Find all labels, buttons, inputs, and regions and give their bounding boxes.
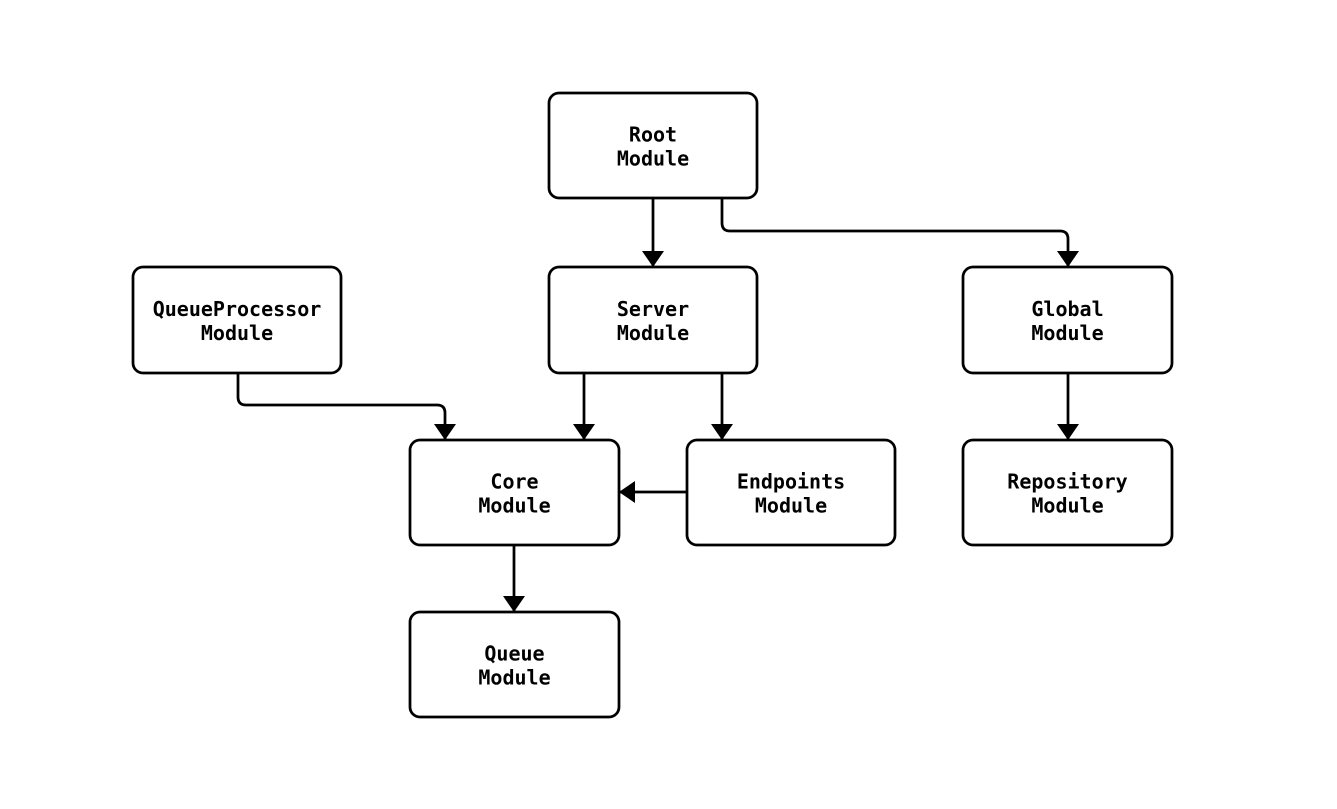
- node-box-global-module: [961, 265, 1174, 375]
- node-box-core-module: [408, 438, 621, 547]
- node-box-repository-module: [961, 438, 1174, 547]
- node-box-server-module: [547, 265, 759, 375]
- node-box-root-module: [547, 91, 759, 200]
- edge-queueprocessor-to-core: [236, 373, 456, 440]
- edge-root-to-global: [720, 198, 1079, 267]
- node-box-endpoints-module: [685, 438, 897, 547]
- node-box-queueprocessor-module: [131, 265, 343, 375]
- node-box-queue-module: [408, 610, 621, 719]
